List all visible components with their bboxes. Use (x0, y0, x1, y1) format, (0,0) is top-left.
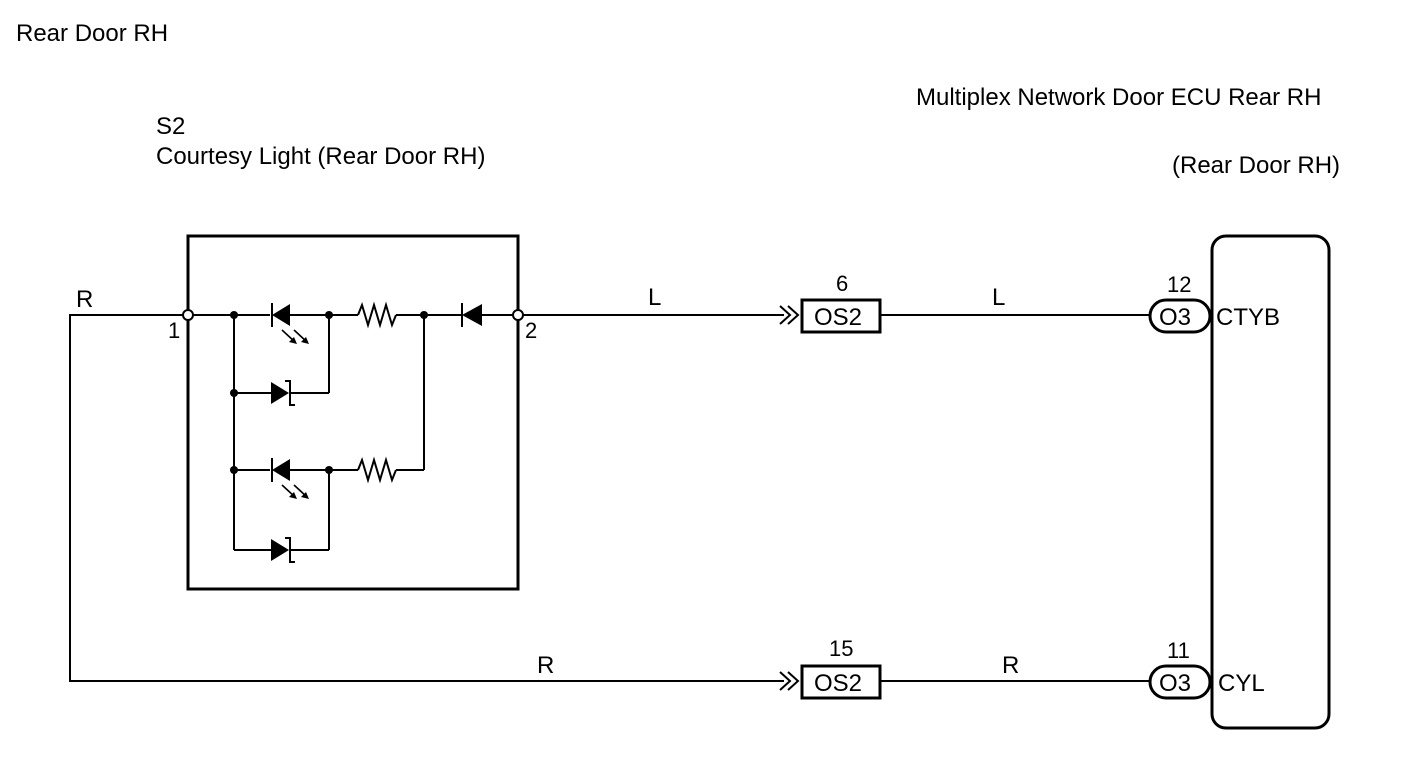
courtesy-light-box (186, 234, 520, 591)
diode-icon (462, 304, 482, 326)
circuit-2-junction-pin: 15 (829, 636, 853, 661)
pin-2-terminal (512, 309, 524, 321)
connector-arrow-icon (779, 671, 800, 691)
circuit-2-ecu-connector (1148, 664, 1212, 700)
circuit-2-wire-color-left: R (537, 652, 554, 679)
light-emission-arrows-icon (281, 484, 309, 499)
feed-wire (69, 314, 784, 682)
pin-1-label: 1 (168, 318, 180, 343)
circuit-1-ecu-connector (1148, 298, 1212, 334)
circuit-1-ecu-connector-label: O3 (1159, 304, 1191, 331)
connector-arrow-icon (779, 305, 800, 325)
circuit-1-ecu-pin: 12 (1167, 272, 1191, 297)
circuit-1-wire-color-left: L (648, 284, 661, 311)
light-emission-arrows-icon (281, 329, 309, 344)
circuit-2-junction-connector-label: OS2 (814, 670, 862, 697)
ecu-box (1210, 234, 1331, 730)
circuit-1-wire-color-right: L (992, 284, 1005, 311)
courtesy-light-code: S2 (156, 113, 185, 140)
ecu-name: Multiplex Network Door ECU Rear RH (916, 84, 1321, 111)
circuit-1-junction-pin: 6 (836, 271, 848, 296)
pin-1-terminal (182, 309, 194, 321)
pin-2-label: 2 (525, 318, 537, 343)
circuit-2-ecu-pin: 11 (1167, 638, 1190, 663)
circuit-2-ecu-connector-label: O3 (1159, 670, 1191, 697)
resistor-icon (357, 301, 397, 329)
courtesy-light-name: Courtesy Light (Rear Door RH) (156, 143, 485, 170)
feed-wire-color: R (76, 286, 93, 313)
ecu-location: (Rear Door RH) (1172, 152, 1340, 179)
page-title: Rear Door RH (16, 20, 168, 47)
courtesy-light-internal-circuit (192, 301, 514, 563)
circuit-1-junction-connector-label: OS2 (814, 304, 862, 331)
circuit-1-ecu-terminal: CTYB (1216, 304, 1280, 331)
circuit-2-wire-color-right: R (1002, 652, 1019, 679)
circuit-2-ecu-terminal: CYL (1218, 670, 1265, 697)
resistor-icon (357, 456, 397, 484)
